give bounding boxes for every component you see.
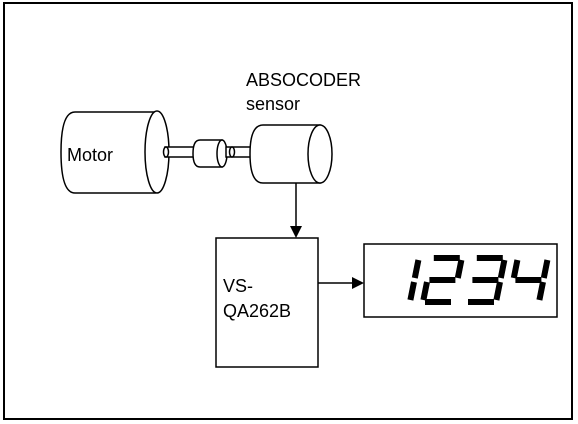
digit-segment: [510, 259, 521, 279]
sensor-body: [249, 124, 321, 184]
display-digit: [407, 259, 422, 301]
digit-segment: [497, 259, 508, 279]
coupling: [192, 139, 228, 168]
arrow-sensor-to-controller: [290, 183, 302, 238]
digit-segment: [407, 281, 417, 301]
arrow-controller-to-display: [318, 277, 364, 289]
display-digit: [510, 259, 551, 301]
digit-segment: [540, 259, 551, 279]
sensor-label-line1: ABSOCODER: [246, 70, 361, 90]
absocoder-sensor: [249, 124, 333, 184]
sensor-face: [307, 124, 333, 184]
sensor-label-line2: sensor: [246, 94, 300, 114]
digit-segment: [493, 281, 503, 301]
controller-label-line2: QA262B: [223, 301, 291, 321]
controller-box: [215, 237, 319, 368]
digit-segment: [536, 281, 546, 301]
digit-segment: [411, 259, 422, 279]
display-digit: [468, 255, 508, 305]
digit-segment: [454, 259, 465, 279]
motor: [60, 110, 170, 194]
digit-segment: [420, 281, 430, 301]
motor-shaft: [162, 146, 198, 158]
controller-label-line1: VS-: [223, 276, 253, 296]
display-digits: [407, 255, 551, 305]
motor-label: Motor: [67, 145, 113, 165]
display-digit: [420, 255, 465, 305]
motor-body: [60, 111, 156, 194]
